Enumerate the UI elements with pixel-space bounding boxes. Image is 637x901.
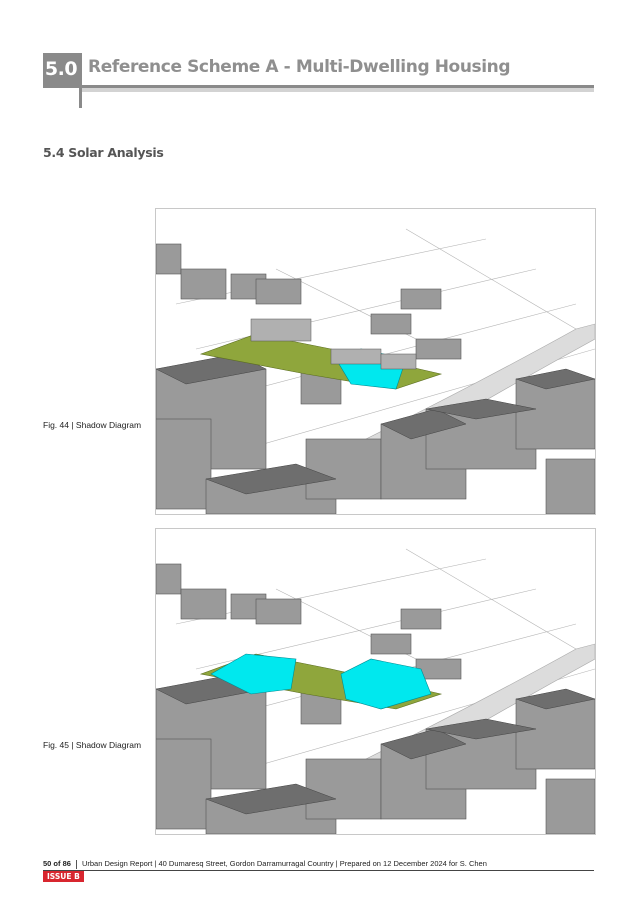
figure-caption-1: Fig. 44 | Shadow Diagram <box>43 420 142 430</box>
chapter-number: 5.0 <box>43 53 79 85</box>
page-footer: 50 of 86 Urban Design Report | 40 Dumares… <box>43 859 487 869</box>
header-divider <box>79 53 82 108</box>
shadow-diagram-figure-1 <box>155 208 596 515</box>
figure-caption-2: Fig. 45 | Shadow Diagram <box>43 740 142 750</box>
footer-text: Urban Design Report | 40 Dumaresq Street… <box>81 859 487 868</box>
shadow-diagram-1 <box>156 228 595 514</box>
section-title: 5.4 Solar Analysis <box>43 145 164 160</box>
chapter-title: Reference Scheme A - Multi-Dwelling Hous… <box>88 57 511 77</box>
shadow-diagram-figure-2 <box>155 528 596 835</box>
page-number: 50 of 86 <box>43 859 71 868</box>
footer-rule <box>43 870 594 871</box>
issue-badge: ISSUE B <box>43 871 84 882</box>
footer-separator <box>75 859 77 869</box>
shadow-diagram-2 <box>156 548 595 834</box>
header-rule <box>43 85 594 88</box>
header-rule-shadow <box>82 88 594 92</box>
